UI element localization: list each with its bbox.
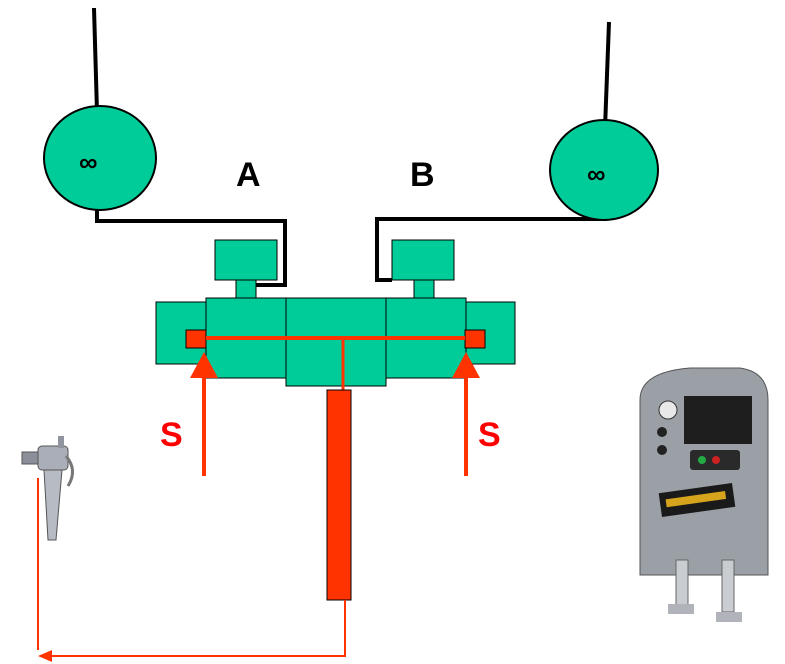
- label-s-left: S: [160, 416, 183, 454]
- pump-left-symbol: ∞: [79, 147, 98, 177]
- pump-right-symbol: ∞: [587, 159, 606, 189]
- return-line-arrowhead: [38, 650, 52, 662]
- valve-stem-b: [413, 279, 435, 300]
- valve-stem-a: [235, 279, 257, 300]
- hose-a: [95, 195, 287, 287]
- label-b: B: [410, 156, 435, 194]
- arrow-s-right-head: [452, 352, 480, 378]
- left-supply-line: [92, 7, 99, 113]
- proportioner-machine-icon: [639, 367, 769, 622]
- outlet-pipe: [326, 389, 352, 601]
- mixer-body-center: [285, 297, 387, 387]
- right-supply-line: [603, 21, 611, 129]
- pump-left: [43, 105, 157, 211]
- solvent-port-left: [185, 329, 207, 349]
- arrow-s-left-head: [190, 352, 218, 378]
- valve-cap-a: [214, 239, 278, 281]
- return-line: [48, 600, 346, 657]
- pump-right: [549, 119, 659, 221]
- label-a: A: [236, 156, 261, 194]
- spray-gun-icon: [21, 436, 74, 541]
- label-s-right: S: [478, 416, 501, 454]
- solvent-port-right: [464, 329, 486, 349]
- valve-cap-b: [391, 239, 455, 281]
